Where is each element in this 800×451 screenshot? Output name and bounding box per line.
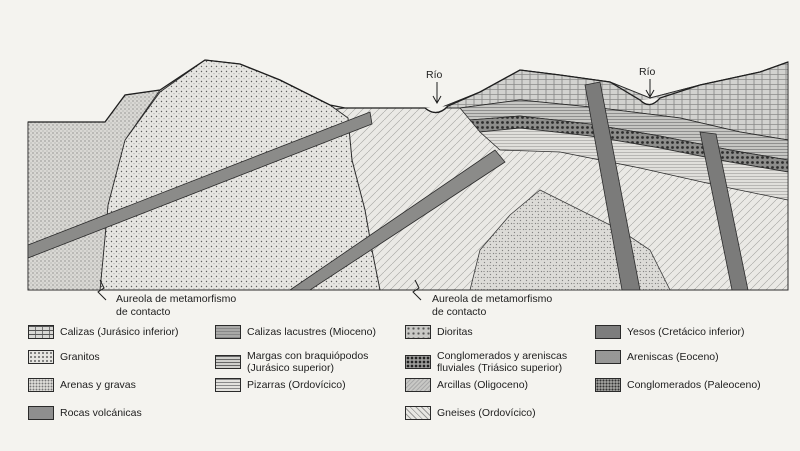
volcanic-dike-left (27, 111, 373, 259)
gypsum-dike-2 (699, 131, 749, 291)
aureola-label-2-line1: Aureola de metamorfismo (432, 293, 552, 305)
topographic-surface (28, 59, 789, 123)
aureola-callout-1: Aureola de metamorfismo de contacto (97, 279, 236, 318)
river-marker-1: Río (426, 69, 443, 105)
aureola-label-1-line1: Aureola de metamorfismo (116, 293, 236, 305)
volcanic-dike-center (288, 149, 506, 291)
river-marker-2: Río (639, 66, 656, 99)
river-label-1: Río (426, 69, 443, 81)
aureola-label-2-line2: de contacto (432, 306, 486, 318)
aureola-label-1-line2: de contacto (116, 306, 170, 318)
aureola-callout-2: Aureola de metamorfismo de contacto (412, 279, 552, 318)
river-label-2: Río (639, 66, 656, 78)
gypsum-dike-1 (584, 81, 641, 291)
